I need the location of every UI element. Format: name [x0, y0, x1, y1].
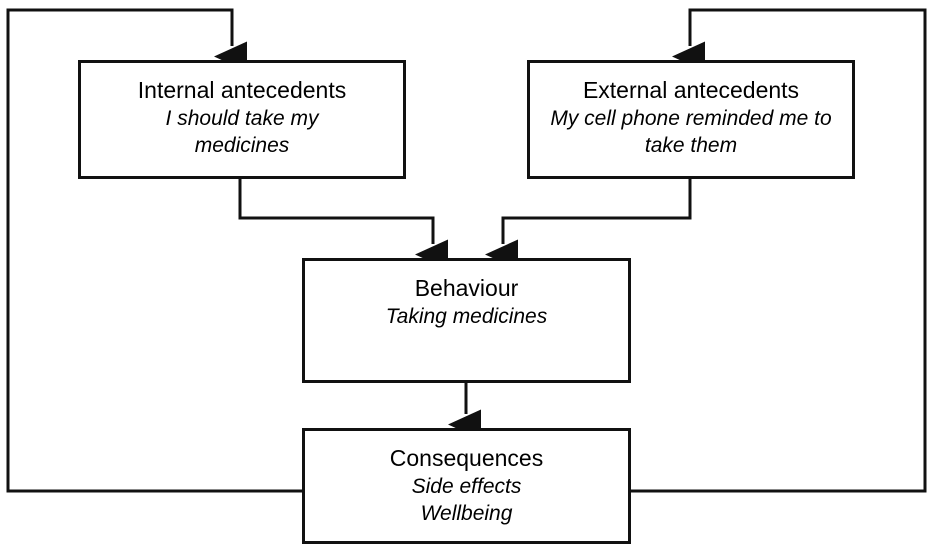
edge-consequences-to-external-feedback	[631, 8, 927, 493]
node-external-antecedents-subtitle: My cell phone reminded me to take them	[550, 107, 832, 157]
node-behaviour-subtitle: Taking medicines	[385, 305, 548, 328]
node-external-antecedents-title: External antecedents	[582, 77, 800, 103]
node-consequences-subtitle-line-1: Side effects	[411, 475, 522, 498]
node-external-antecedents: External antecedents My cell phone remin…	[527, 60, 855, 179]
node-internal-antecedents-subtitle: I should take my medicines	[165, 107, 319, 157]
node-consequences-title: Consequences	[389, 445, 544, 471]
edge-internal-to-behaviour	[238, 179, 448, 270]
node-internal-antecedents-title: Internal antecedents	[137, 77, 347, 103]
node-behaviour-title: Behaviour	[414, 275, 519, 301]
node-consequences: Consequences Side effects Wellbeing	[302, 428, 631, 544]
edge-consequences-to-internal-feedback	[6, 8, 302, 493]
edge-external-to-behaviour	[485, 179, 692, 270]
node-behaviour: Behaviour Taking medicines	[302, 258, 631, 383]
node-internal-antecedents: Internal antecedents I should take my me…	[78, 60, 406, 179]
node-consequences-subtitle-line-2: Wellbeing	[420, 502, 513, 525]
